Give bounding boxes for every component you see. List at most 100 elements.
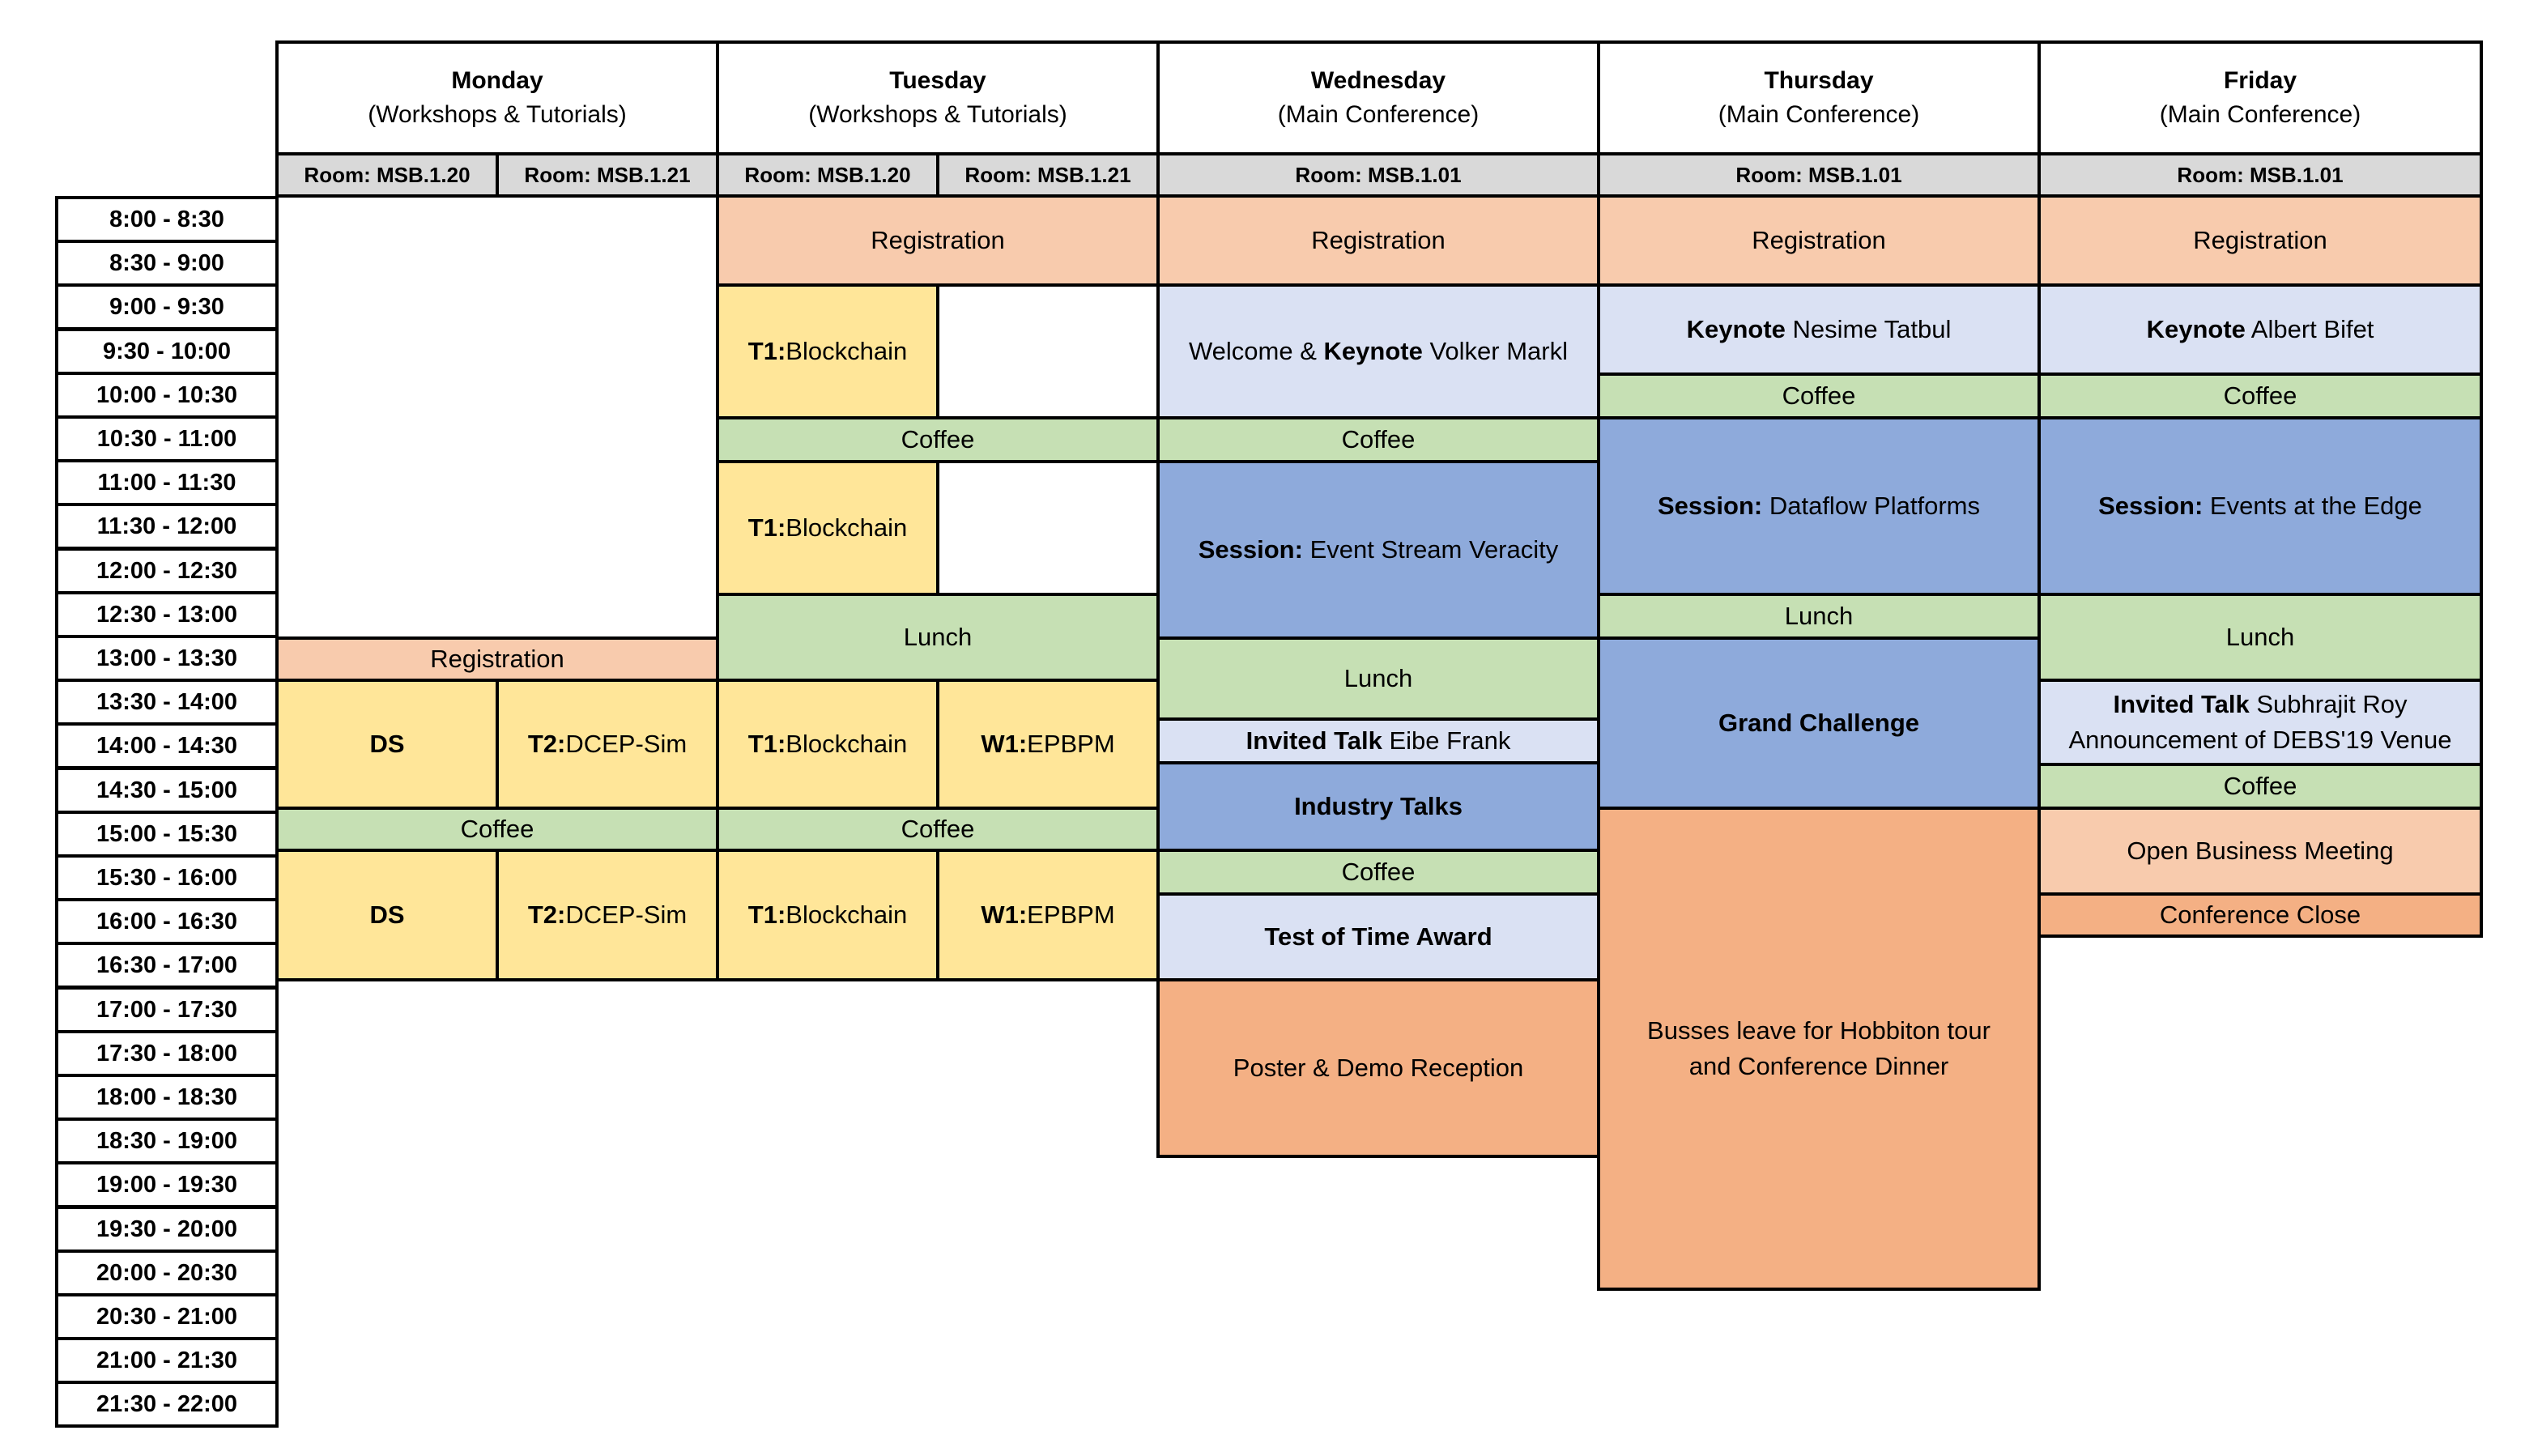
event-code: T1: [747,513,786,542]
event-wednesday-invited-talk: Invited Talk Eibe Frank [1156,717,1600,764]
event-type: Industry Talks [1294,792,1463,820]
event-type: Session: [1658,492,1763,520]
room-tuesday-2: Room: MSB.1.21 [936,152,1160,198]
time-slot: 19:00 - 19:30 [55,1161,279,1208]
event-label: Coffee [1782,381,1856,410]
event-label: Volker Markl [1422,337,1569,365]
event-monday-registration: Registration [275,636,719,682]
event-label: Coffee [901,815,975,843]
day-subtitle: (Main Conference) [2159,101,2361,128]
event-friday-coffee-2: Coffee [2037,763,2483,810]
event-label: Event Stream Veracity [1302,535,1559,564]
event-label: Registration [1752,226,1886,254]
event-label: Eibe Frank [1382,726,1511,755]
event-thursday-lunch: Lunch [1597,593,2041,640]
time-slot: 11:30 - 12:00 [55,503,279,550]
day-header-thursday: Thursday (Main Conference) [1597,40,2041,155]
event-code: W1: [981,730,1028,758]
time-slot: 13:00 - 13:30 [55,635,279,682]
event-label: Coffee [901,425,975,453]
day-name: Thursday [1764,67,1874,94]
time-slot: 20:30 - 21:00 [55,1293,279,1340]
time-slot: 12:00 - 12:30 [55,547,279,594]
event-type: Grand Challenge [1718,709,1920,737]
event-label: Registration [1311,226,1446,254]
event-wednesday-coffee-2: Coffee [1156,849,1600,896]
room-monday-2: Room: MSB.1.21 [496,152,719,198]
event-type: Keynote [1686,315,1786,343]
event-code: T2: [527,730,566,758]
event-tuesday-t1-3: T1:Blockchain [716,679,939,810]
day-header-friday: Friday (Main Conference) [2037,40,2483,155]
event-label: Blockchain [786,337,908,365]
room-wednesday: Room: MSB.1.01 [1156,152,1600,198]
event-thursday-busses: Busses leave for Hobbiton tour and Confe… [1597,807,2041,1291]
event-friday-registration: Registration [2037,194,2483,287]
event-thursday-grand-challenge: Grand Challenge [1597,636,2041,810]
day-name: Wednesday [1310,67,1446,94]
time-slot: 18:00 - 18:30 [55,1074,279,1121]
event-label: Registration [430,645,564,673]
room-friday: Room: MSB.1.01 [2037,152,2483,198]
time-slot: 16:30 - 17:00 [55,942,279,989]
time-slot: 10:00 - 10:30 [55,372,279,419]
time-slot: 19:30 - 20:00 [55,1206,279,1253]
day-name: Tuesday [889,67,986,94]
time-slot: 14:30 - 15:00 [55,767,279,814]
room-monday-1: Room: MSB.1.20 [275,152,499,198]
time-slot: 20:00 - 20:30 [55,1250,279,1296]
time-slot: 18:30 - 19:00 [55,1118,279,1164]
event-label: Lunch [2225,623,2295,651]
event-tuesday-t1-4: T1:Blockchain [716,849,939,981]
event-friday-close: Conference Close [2037,892,2483,938]
event-label: Lunch [1784,602,1854,630]
event-label: Dataflow Platforms [1762,492,1980,520]
room-tuesday-1: Room: MSB.1.20 [716,152,939,198]
event-wednesday-registration: Registration [1156,194,1600,287]
event-thursday-registration: Registration [1597,194,2041,287]
event-code: T2: [527,900,566,929]
event-monday-t2-1: T2:DCEP-Sim [496,679,719,810]
time-slot: 9:30 - 10:00 [55,328,279,375]
time-slot: 16:00 - 16:30 [55,898,279,945]
event-label: Events at the Edge [2203,492,2422,520]
event-type: Keynote [2146,315,2246,343]
time-slot: 15:30 - 16:00 [55,854,279,901]
day-subtitle: (Main Conference) [1277,101,1480,128]
event-label-line2: and Conference Dinner [1688,1052,1949,1080]
event-wednesday-poster: Poster & Demo Reception [1156,978,1600,1158]
event-type: Invited Talk [1245,726,1382,755]
time-slot: 10:30 - 11:00 [55,415,279,462]
event-prefix: Welcome & [1188,337,1324,365]
event-label-line2: Announcement of DEBS'19 Venue [2068,726,2452,754]
event-label: Coffee [1341,425,1416,453]
event-type: Keynote [1323,337,1423,365]
event-type: Session: [1198,535,1303,564]
day-subtitle: (Main Conference) [1718,101,1920,128]
time-slot: 8:00 - 8:30 [55,196,279,243]
event-monday-t2-2: T2:DCEP-Sim [496,849,719,981]
event-label: DCEP-Sim [565,900,688,929]
event-code: T1: [747,900,786,929]
event-friday-session: Session: Events at the Edge [2037,416,2483,596]
event-wednesday-test-of-time: Test of Time Award [1156,892,1600,981]
event-thursday-keynote: Keynote Nesime Tatbul [1597,283,2041,376]
event-label: Lunch [1343,664,1413,692]
day-header-tuesday: Tuesday (Workshops & Tutorials) [716,40,1160,155]
event-code: T1: [747,337,786,365]
event-label: Blockchain [786,730,908,758]
event-label: EPBPM [1027,900,1115,929]
time-slot: 11:00 - 11:30 [55,459,279,506]
event-label: Open Business Meeting [2127,837,2394,865]
event-tuesday-w1-1: W1:EPBPM [936,679,1160,810]
event-tuesday-t1-1: T1:Blockchain [716,283,939,419]
time-slot: 15:00 - 15:30 [55,811,279,858]
event-label: Conference Close [2159,900,2361,929]
event-wednesday-industry-talks: Industry Talks [1156,761,1600,852]
event-label: Nesime Tatbul [1785,315,1952,343]
event-label: Blockchain [786,900,908,929]
event-tuesday-empty-2 [936,460,1160,596]
event-wednesday-session: Session: Event Stream Veracity [1156,460,1600,640]
event-type: Test of Time Award [1264,922,1492,951]
event-monday-ds-2: DS [275,849,499,981]
